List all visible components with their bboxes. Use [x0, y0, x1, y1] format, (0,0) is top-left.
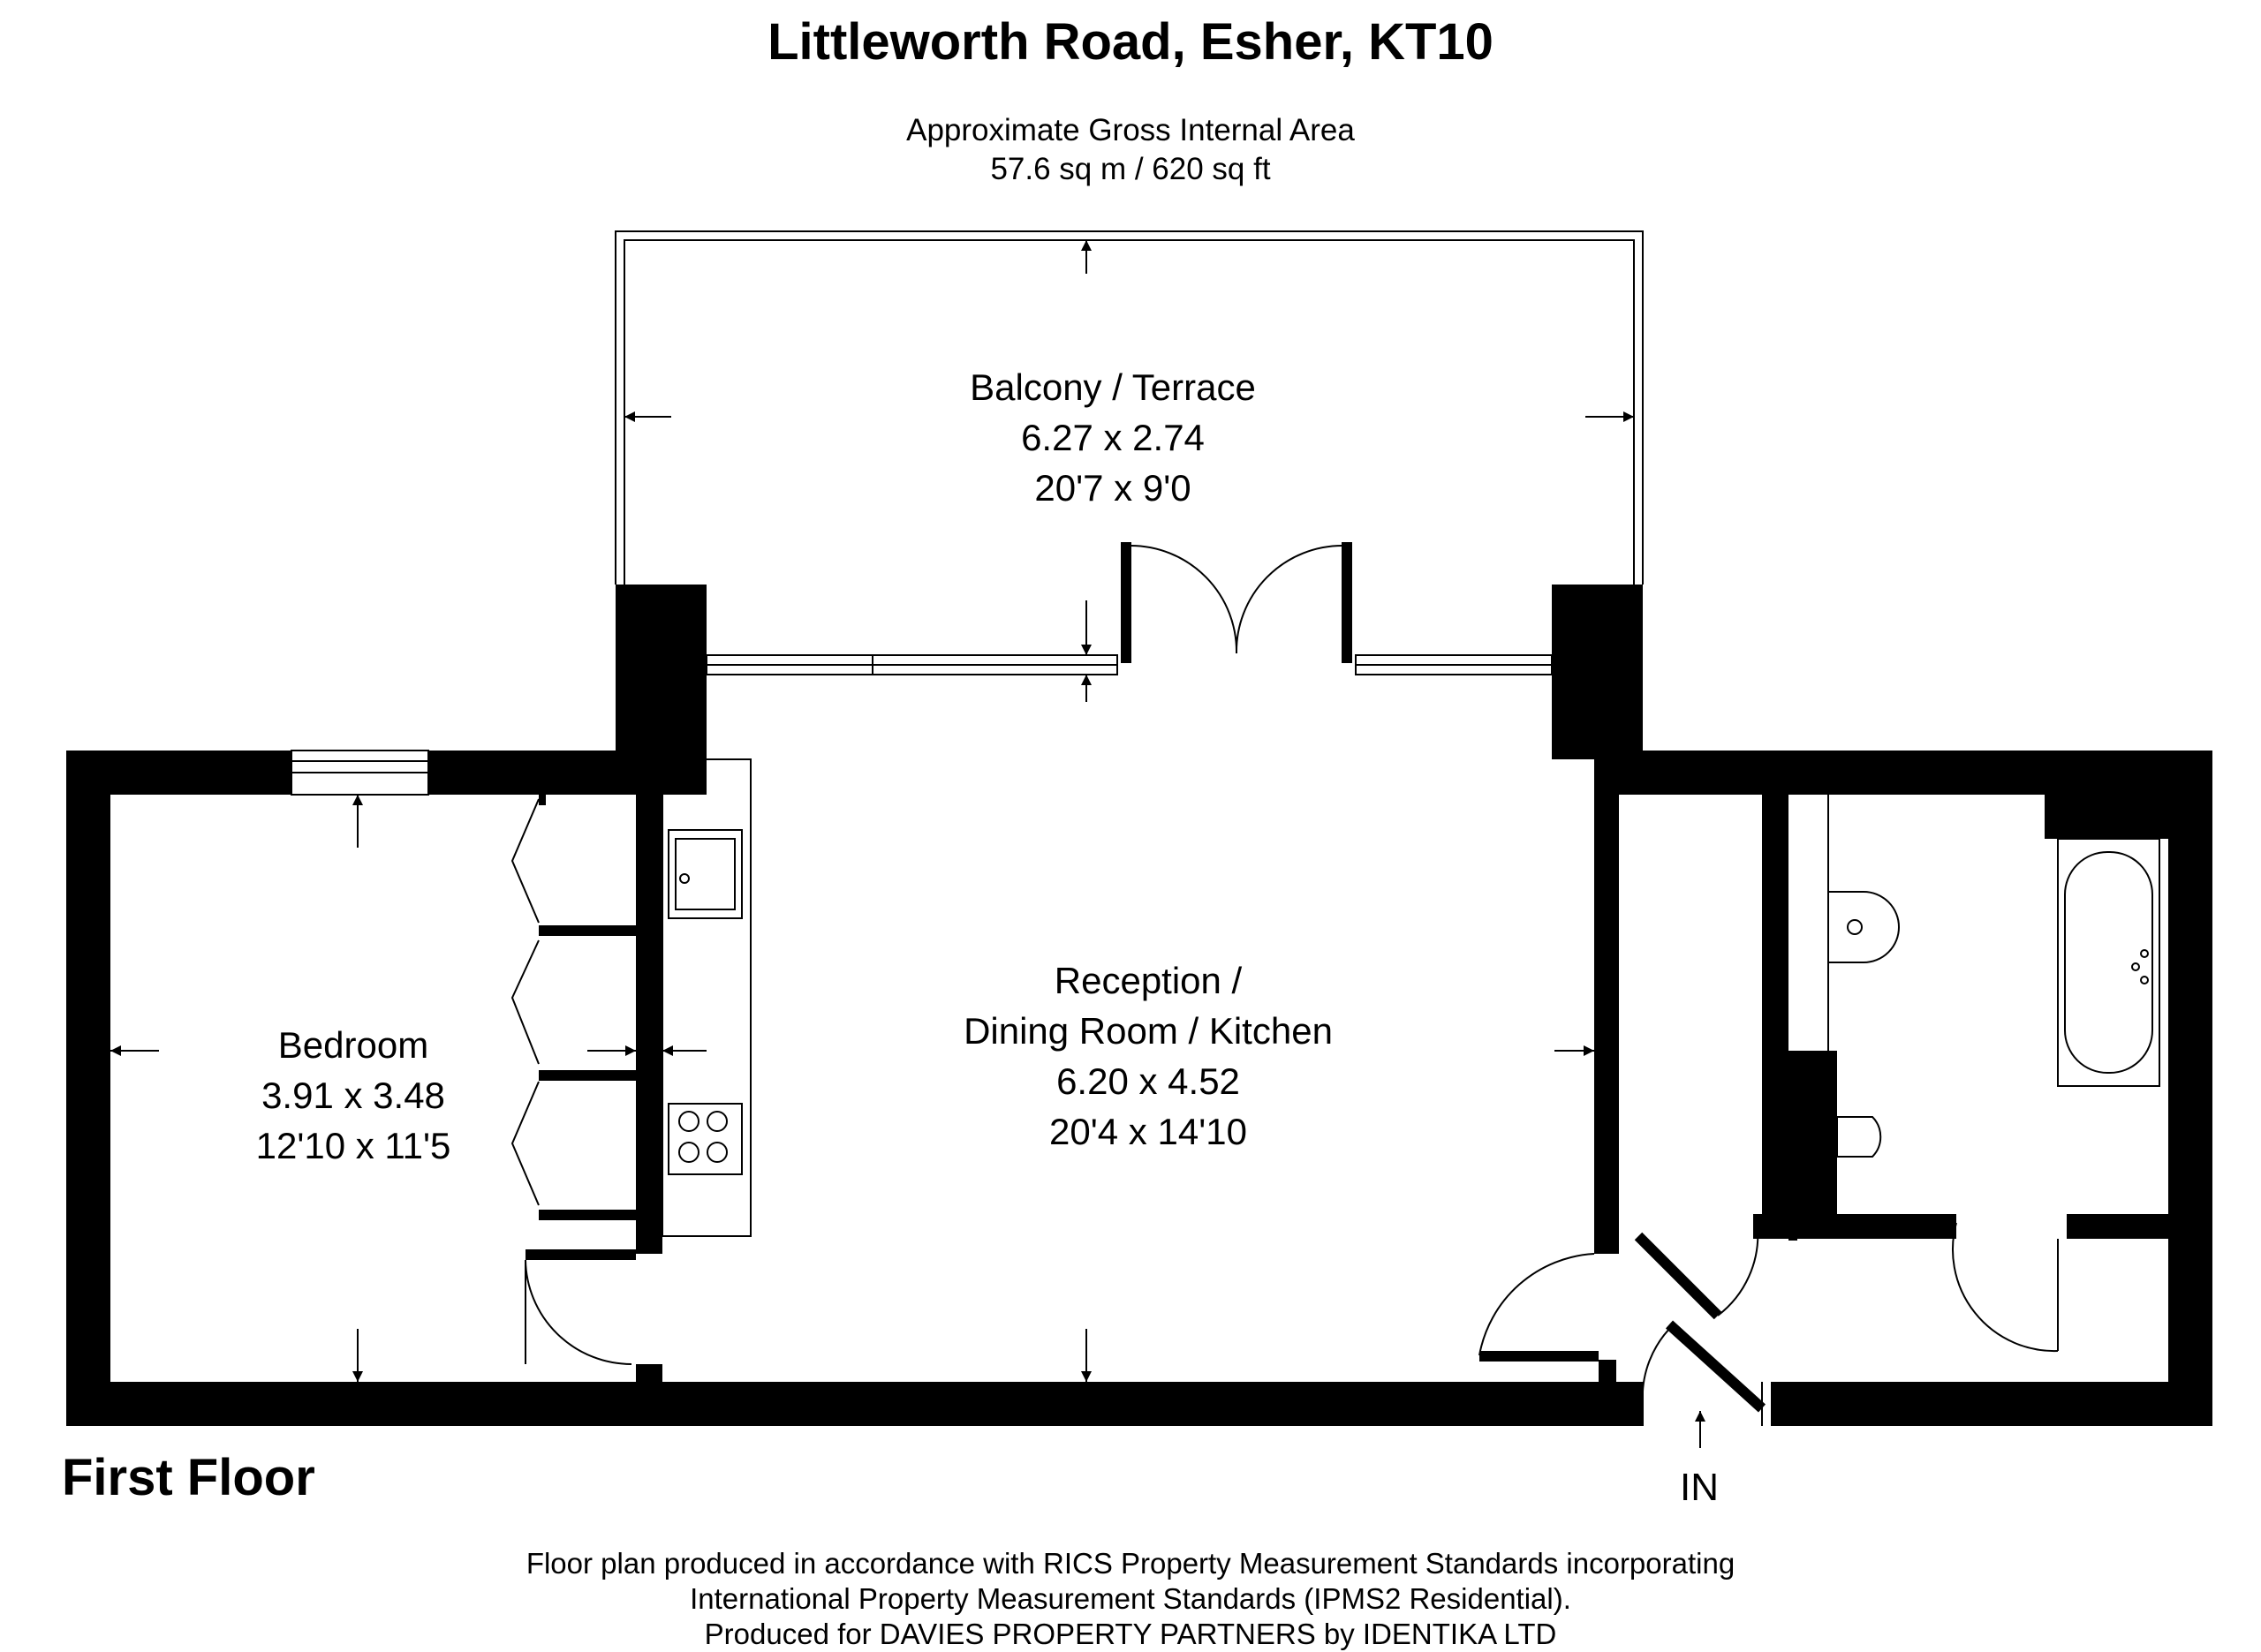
room-name: Bedroom [277, 1024, 429, 1066]
area-label: Approximate Gross Internal Area [906, 113, 1355, 147]
room-reception: Reception / Dining Room / Kitchen 6.20 x… [874, 955, 1422, 1157]
room-name: Balcony / Terrace [970, 366, 1256, 408]
wardrobe-divisions [526, 795, 636, 1260]
room-bedroom: Bedroom 3.91 x 3.48 12'10 x 11'5 [203, 1020, 503, 1171]
kitchen-counter [662, 758, 752, 1237]
dimension-arrows [110, 240, 1705, 1448]
area-value: 57.6 sq m / 620 sq ft [990, 152, 1271, 186]
footer-line-2: International Property Measurement Stand… [690, 1582, 1571, 1615]
room-name: Reception / [1054, 960, 1243, 1001]
bathroom-fixtures [1827, 795, 2160, 1214]
wardrobe-doors [510, 798, 540, 1206]
bedroom-window [291, 750, 429, 796]
french-doors [1121, 542, 1352, 663]
footer-line-3: Produced for DAVIES PROPERTY PARTNERS by… [704, 1618, 1557, 1650]
room-imperial: 20'7 x 9'0 [1034, 467, 1191, 509]
room-imperial: 12'10 x 11'5 [255, 1125, 451, 1166]
reception-door [1478, 1253, 1595, 1356]
bathroom-door [1952, 1222, 2059, 1353]
room-metric: 6.20 x 4.52 [1056, 1060, 1240, 1102]
room-metric: 3.91 x 3.48 [261, 1075, 445, 1116]
floor-label: First Floor [62, 1449, 315, 1506]
room-balcony: Balcony / Terrace 6.27 x 2.74 20'7 x 9'0 [892, 362, 1334, 513]
room-imperial: 20'4 x 14'10 [1049, 1111, 1247, 1152]
bedroom-door [525, 1259, 632, 1365]
hall-doors [1634, 1226, 1766, 1426]
entrance-label: IN [1680, 1466, 1719, 1509]
balcony-glazing [706, 654, 1553, 675]
walls [66, 585, 2212, 1426]
room-name-2: Dining Room / Kitchen [964, 1010, 1333, 1052]
plan-title: Littleworth Road, Esher, KT10 [768, 13, 1493, 71]
footer-line-1: Floor plan produced in accordance with R… [526, 1547, 1735, 1580]
room-metric: 6.27 x 2.74 [1021, 417, 1205, 458]
